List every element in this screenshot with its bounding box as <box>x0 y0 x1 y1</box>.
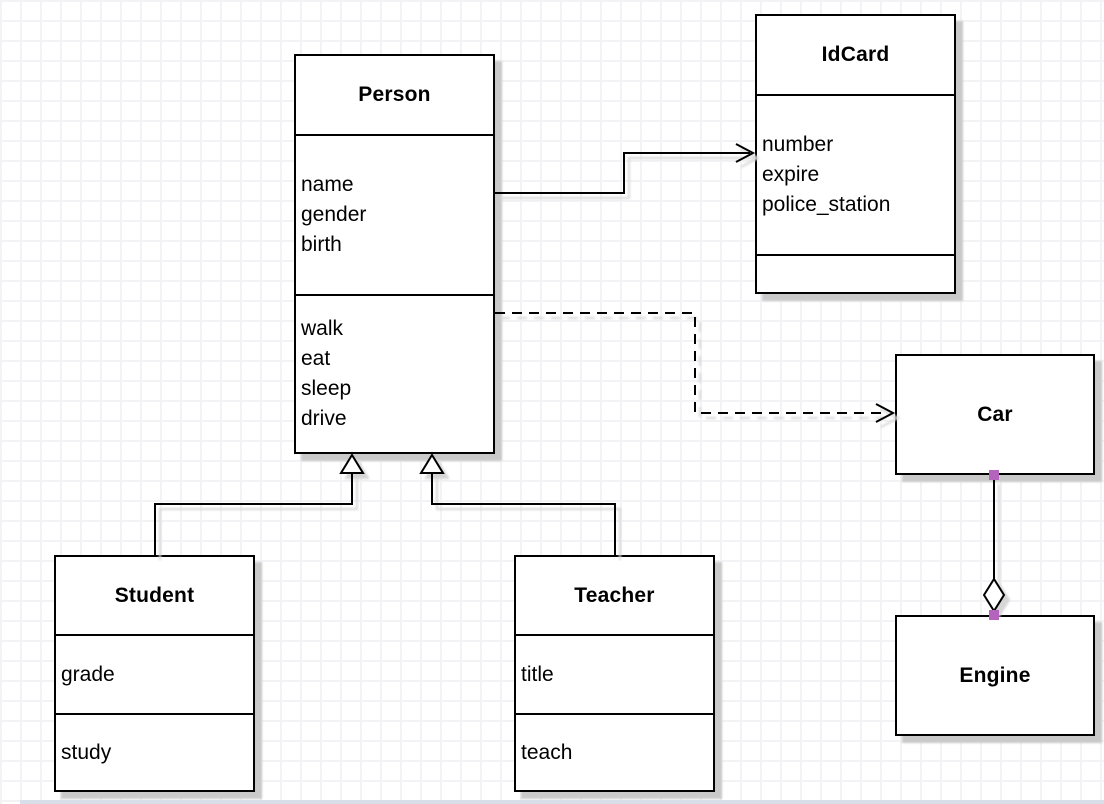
teacher-methods-section: teach <box>516 713 713 790</box>
class-box-person[interactable]: Person name gender birth walk eat sleep … <box>294 54 495 454</box>
class-title-person: Person <box>358 83 431 106</box>
student-attributes-section: grade <box>56 634 253 713</box>
member-label: teach <box>521 740 573 764</box>
member-label: expire <box>762 163 820 186</box>
member-label: birth <box>301 233 342 256</box>
class-box-teacher[interactable]: Teacher title teach <box>514 555 715 792</box>
class-title-idcard: IdCard <box>821 43 890 66</box>
class-title-car: Car <box>977 402 1013 426</box>
edge-car-engine-aggregation[interactable] <box>982 479 1006 613</box>
edge-path[interactable] <box>495 312 888 414</box>
edge-person-car-dependency[interactable] <box>495 312 896 423</box>
member-label: police_station <box>762 193 891 216</box>
hollow-diamond-icon <box>982 577 1006 613</box>
member-label: gender <box>301 203 367 226</box>
member-label: study <box>61 740 112 764</box>
member-label: number <box>762 133 834 156</box>
class-title-engine: Engine <box>959 663 1031 687</box>
edge-person-idcard-association[interactable] <box>495 143 756 194</box>
member-label: walk <box>301 317 344 340</box>
member-label: eat <box>301 347 331 370</box>
edge-path[interactable] <box>154 472 353 555</box>
idcard-attributes-section: number expire police_station <box>757 94 954 254</box>
class-box-student[interactable]: Student grade study <box>54 555 255 792</box>
class-title-student: Student <box>114 583 195 607</box>
member-label: sleep <box>301 377 352 400</box>
open-arrowhead-icon <box>735 143 756 163</box>
canvas-bottom-edge <box>20 800 1104 804</box>
person-attributes-section: name gender birth <box>296 134 493 294</box>
teacher-attributes-section: title <box>516 634 713 713</box>
member-label: grade <box>61 662 115 686</box>
person-methods-section: walk eat sleep drive <box>296 294 493 452</box>
member-label: drive <box>301 407 347 430</box>
edge-student-person-generalization[interactable] <box>154 453 365 555</box>
hollow-triangle-icon <box>419 453 445 474</box>
idcard-empty-section <box>757 254 954 292</box>
class-box-idcard[interactable]: IdCard number expire police_station <box>755 14 956 294</box>
hollow-triangle-icon <box>339 453 365 474</box>
class-title-teacher: Teacher <box>574 583 655 607</box>
edge-teacher-person-generalization[interactable] <box>419 453 616 555</box>
open-arrowhead-icon <box>875 403 896 423</box>
edge-path[interactable] <box>431 472 616 555</box>
member-label: name <box>301 173 354 196</box>
member-label: title <box>521 662 554 686</box>
student-methods-section: study <box>56 713 253 790</box>
class-box-engine[interactable]: Engine <box>895 615 1095 736</box>
class-box-car[interactable]: Car <box>895 354 1095 475</box>
edge-path[interactable] <box>495 152 750 194</box>
